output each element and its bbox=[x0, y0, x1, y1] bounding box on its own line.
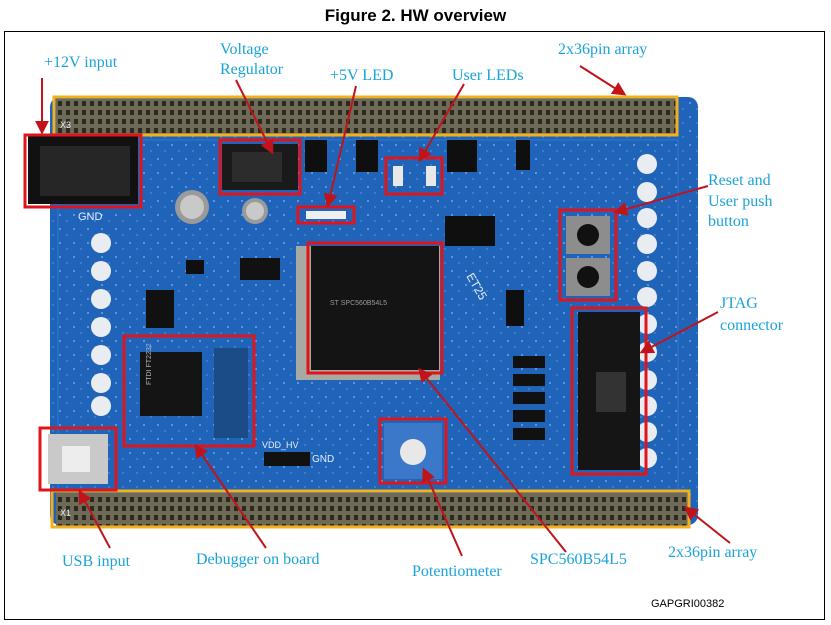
silk-vdd: VDD_HV bbox=[262, 440, 299, 450]
callout-pin-array-top: 2x36pin array bbox=[558, 41, 648, 58]
silk-x3: X3 bbox=[60, 120, 71, 130]
jumper-rows bbox=[513, 356, 545, 440]
silk-x1: X1 bbox=[60, 508, 71, 518]
silk-gnd-left: GND bbox=[78, 211, 103, 223]
figure-reference-code: GAPGRI00382 bbox=[651, 598, 725, 610]
callout-user-leds: User LEDs bbox=[452, 67, 524, 84]
callout-reset-1: Reset and bbox=[708, 172, 771, 189]
callout-debugger: Debugger on board bbox=[196, 551, 320, 568]
debugger-chip bbox=[122, 334, 256, 448]
arrow-mcu bbox=[418, 367, 567, 553]
vdd-header bbox=[264, 452, 310, 466]
callout-arrows bbox=[35, 65, 731, 557]
silk-ftdi: FTDI FT2232 bbox=[146, 343, 153, 385]
callout-5v-led: +5V LED bbox=[330, 67, 394, 84]
arrow-jtag bbox=[639, 311, 719, 354]
small-headers-top bbox=[305, 140, 530, 172]
arrow-usb bbox=[78, 489, 111, 549]
callout-voltage-regulator-1: Voltage bbox=[220, 41, 269, 58]
silk-gnd-bottom: GND bbox=[312, 454, 334, 465]
callout-mcu: SPC560B54L5 bbox=[530, 551, 627, 568]
figure-title: Figure 2. HW overview bbox=[324, 6, 507, 25]
arrow-potentiometer bbox=[422, 467, 463, 557]
user-leds bbox=[384, 156, 444, 196]
callout-jtag-2: connector bbox=[720, 317, 784, 334]
pin-header-bottom bbox=[50, 489, 691, 529]
callout-power-input: +12V input bbox=[44, 54, 118, 71]
voltage-regulator-chip bbox=[222, 144, 298, 190]
arrow-user-leds bbox=[418, 83, 465, 163]
callout-usb-input: USB input bbox=[62, 553, 131, 570]
pin-header-top bbox=[52, 95, 679, 137]
arrow-pin-top bbox=[579, 65, 627, 96]
figure-frame bbox=[4, 31, 825, 620]
callout-voltage-regulator-2: Regulator bbox=[220, 61, 284, 78]
arrow-pin-bottom bbox=[683, 506, 731, 544]
callout-reset-2: User push bbox=[708, 193, 773, 210]
misc-components bbox=[146, 258, 280, 328]
arrow-regulator bbox=[235, 79, 274, 155]
callout-potentiometer: Potentiometer bbox=[412, 563, 502, 580]
mcu-chip bbox=[296, 241, 444, 380]
power-jack bbox=[28, 136, 138, 204]
arrow-debugger bbox=[194, 443, 267, 549]
voltage-regulator-highlight bbox=[218, 138, 302, 196]
potentiometer bbox=[378, 417, 448, 485]
left-pad-column bbox=[91, 233, 111, 416]
callout-reset-3: button bbox=[708, 213, 749, 230]
arrow-5v-led bbox=[323, 85, 357, 208]
jtag-connector bbox=[570, 306, 648, 476]
callout-pin-array-bottom: 2x36pin array bbox=[668, 544, 758, 561]
callout-jtag-1: JTAG bbox=[720, 295, 758, 312]
power-jack-highlight bbox=[23, 133, 143, 209]
arrow-reset bbox=[613, 185, 709, 216]
push-buttons bbox=[558, 208, 618, 302]
usb-connector bbox=[38, 426, 118, 492]
capacitors bbox=[175, 190, 268, 224]
silk-mcu: ST SPC560B54L5 bbox=[330, 300, 387, 307]
jumper-block bbox=[445, 216, 524, 326]
